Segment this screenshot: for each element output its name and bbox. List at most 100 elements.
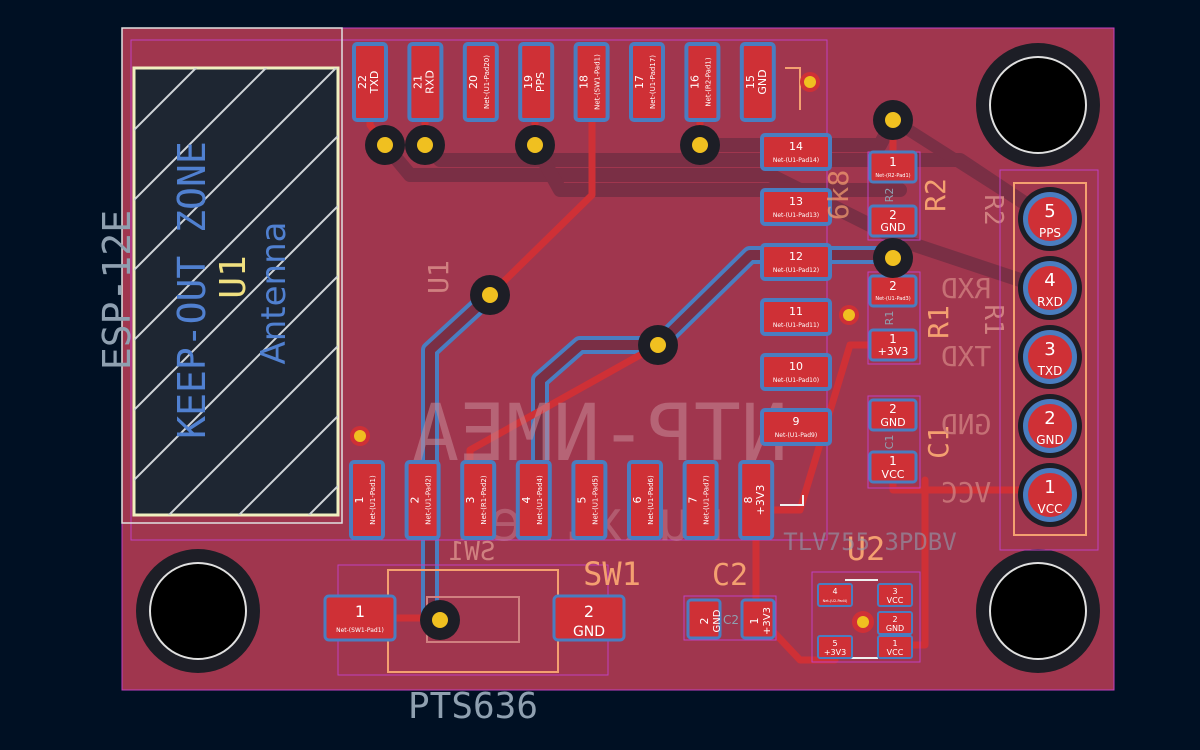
u1-pad-19-net: PPS	[534, 72, 547, 92]
u1-pad-19-num: 19	[522, 75, 535, 89]
svg-text:5: 5	[832, 639, 837, 648]
u1-pad-8[interactable]: 8+3V3	[738, 460, 775, 540]
svg-text:2: 2	[889, 279, 897, 293]
svg-text:GND: GND	[573, 624, 605, 640]
svg-text:2: 2	[584, 602, 594, 621]
svg-text:Net-(U1-Pad3): Net-(U1-Pad3)	[875, 296, 910, 302]
svg-text:+3V3: +3V3	[762, 607, 773, 635]
r2-ref-label: R2	[919, 178, 952, 212]
svg-text:1: 1	[748, 618, 761, 625]
u1-pad-1-net: Net-(U1-Pad1)	[369, 475, 377, 525]
via	[365, 125, 405, 165]
via	[350, 426, 370, 446]
svg-text:GND: GND	[880, 221, 905, 234]
u1-pad-7-net: Net-(U1-Pad7)	[703, 475, 711, 525]
u1-pad-7-num: 7	[687, 497, 700, 504]
u1-pad-8-net: +3V3	[754, 485, 767, 516]
u1-pad-5-net: Net-(U1-Pad5)	[591, 475, 599, 525]
via	[680, 125, 720, 165]
header-pin-3-net: TXD	[1037, 364, 1063, 378]
svg-text:2: 2	[889, 402, 897, 416]
u1-pad-21-num: 21	[411, 75, 424, 89]
r2-back-ref-label: R2	[978, 194, 1008, 225]
svg-text:VCC: VCC	[887, 596, 904, 605]
via	[852, 611, 874, 633]
u1-pad-6-net: Net-(U1-Pad6)	[647, 475, 655, 525]
via	[638, 325, 678, 365]
header-pin-5-num: 5	[1044, 201, 1055, 222]
svg-text:Net-(R2-Pad1): Net-(R2-Pad1)	[875, 173, 910, 179]
u1-pin1-marker	[785, 67, 801, 110]
r1-back-ref-label: R1	[978, 304, 1008, 335]
u1-silk-outline	[780, 495, 804, 506]
svg-text:Net-(U2-Pad4): Net-(U2-Pad4)	[823, 599, 848, 603]
r2-footprint[interactable]: 1 Net-(R2-Pad1) 2 GND R2	[867, 150, 921, 241]
u1-pad-2-num: 2	[409, 497, 422, 504]
svg-text:GND: GND	[886, 624, 904, 633]
u1-pad-13-net: Net-(U1-Pad13)	[773, 212, 819, 219]
c1-fab-label: C1	[883, 435, 896, 450]
antenna-keepout-zone	[132, 66, 340, 517]
svg-text:+3V3: +3V3	[824, 648, 846, 657]
u1-pad-11-num: 11	[789, 305, 803, 318]
sw1-footprint[interactable]: 1 Net-(SW1-Pad1) 2 GND	[323, 564, 626, 676]
svg-text:4: 4	[832, 587, 837, 596]
svg-text:+3V3: +3V3	[878, 345, 909, 358]
via	[873, 238, 913, 278]
header-back-label-1: RXD	[941, 272, 992, 305]
u1-pad-20-net: Net-(U1-Pad20)	[483, 55, 491, 109]
u2-value-label: TLV755 3PDBV	[783, 528, 956, 556]
u1-pad-14-num: 14	[789, 140, 803, 153]
svg-text:2: 2	[698, 618, 711, 625]
header-back-label-3: GND	[941, 408, 992, 441]
svg-text:2: 2	[889, 208, 897, 222]
c2-fab-label: C2	[723, 613, 739, 627]
r2-fab-label: R2	[883, 188, 896, 203]
u1-back-ref-label: U1	[422, 260, 455, 294]
header-pin-5-net: PPS	[1039, 226, 1061, 240]
u1-pad-13-num: 13	[789, 195, 803, 208]
svg-text:GND: GND	[880, 416, 905, 429]
c2-ref-label: C2	[712, 558, 748, 593]
vias	[350, 72, 913, 640]
u2-footprint[interactable]: 4 Net-(U2-Pad4) 3 VCC 2 GND 5 +3V3 1 VCC…	[811, 571, 921, 663]
svg-text:1: 1	[889, 332, 897, 346]
via	[839, 305, 859, 325]
c1-footprint[interactable]: 2 GND 1 VCC C1	[867, 395, 921, 489]
c2-footprint[interactable]: 2 GND 1 +3V3 C2	[683, 595, 777, 641]
u1-pad-10-num: 10	[789, 360, 803, 373]
svg-text:VCC: VCC	[882, 468, 905, 481]
c1-ref-label: C1	[922, 425, 955, 459]
u1-pad-12-net: Net-(U1-Pad12)	[773, 267, 819, 274]
u1-ref-label: U1	[213, 255, 254, 298]
